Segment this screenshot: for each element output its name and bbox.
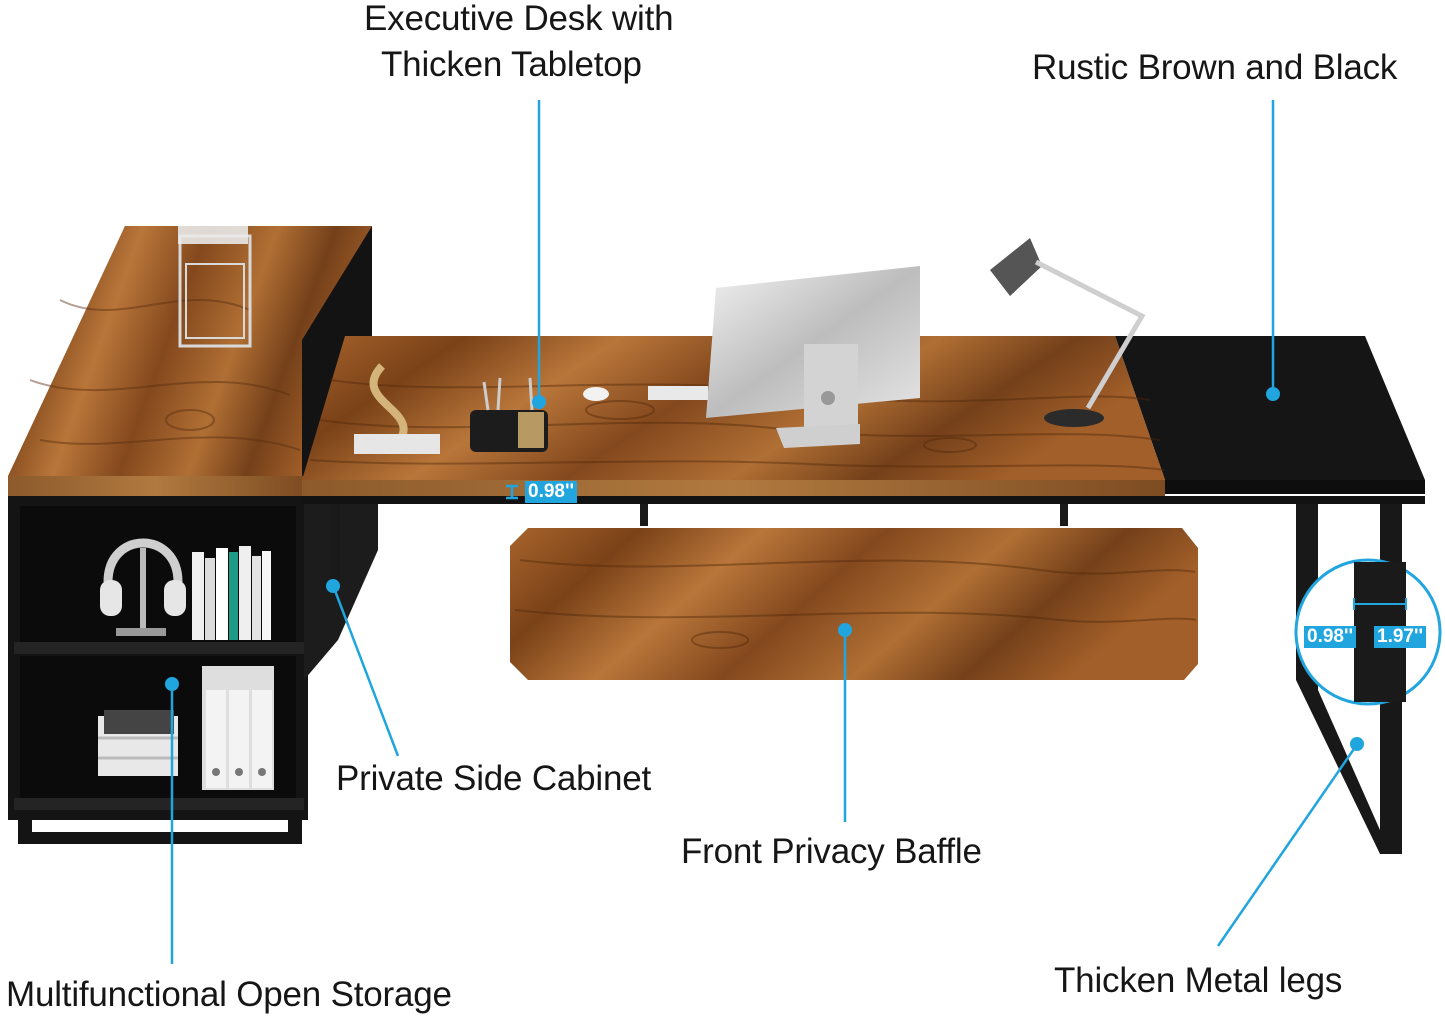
- side-cabinet: [8, 226, 378, 844]
- callout-colors: Rustic Brown and Black: [1032, 48, 1398, 87]
- file-folders-icon: [202, 666, 274, 790]
- keyboard-mouse: [583, 386, 708, 401]
- leg-depth-badge: 0.98'': [1304, 626, 1357, 648]
- callout-legs: Thicken Metal legs: [1054, 961, 1343, 1000]
- callout-baffle: Front Privacy Baffle: [681, 832, 982, 871]
- leg-zoom-circle: [1294, 558, 1442, 706]
- callout-storage: Multifunctional Open Storage: [6, 975, 452, 1014]
- callout-tabletop-line2: Thicken Tabletop: [381, 45, 642, 84]
- pen-holder-icon: [470, 377, 548, 452]
- desk-lamp-icon: [990, 238, 1146, 427]
- callout-tabletop-line1: Executive Desk with: [364, 0, 674, 38]
- tabletop-thickness-badge: 0.98'': [525, 481, 578, 503]
- headphones-icon: [100, 538, 186, 636]
- callout-cabinet: Private Side Cabinet: [336, 759, 652, 798]
- monitor-icon: [706, 266, 920, 448]
- privacy-baffle: [510, 528, 1198, 680]
- callout-lines: [165, 100, 1364, 964]
- books-icon: [192, 546, 271, 640]
- paper-tray-icon: [98, 710, 178, 776]
- sculpture-decor: [354, 363, 440, 454]
- paper-tray-top: [178, 226, 252, 348]
- leg-width-badge: 1.97'': [1374, 626, 1427, 648]
